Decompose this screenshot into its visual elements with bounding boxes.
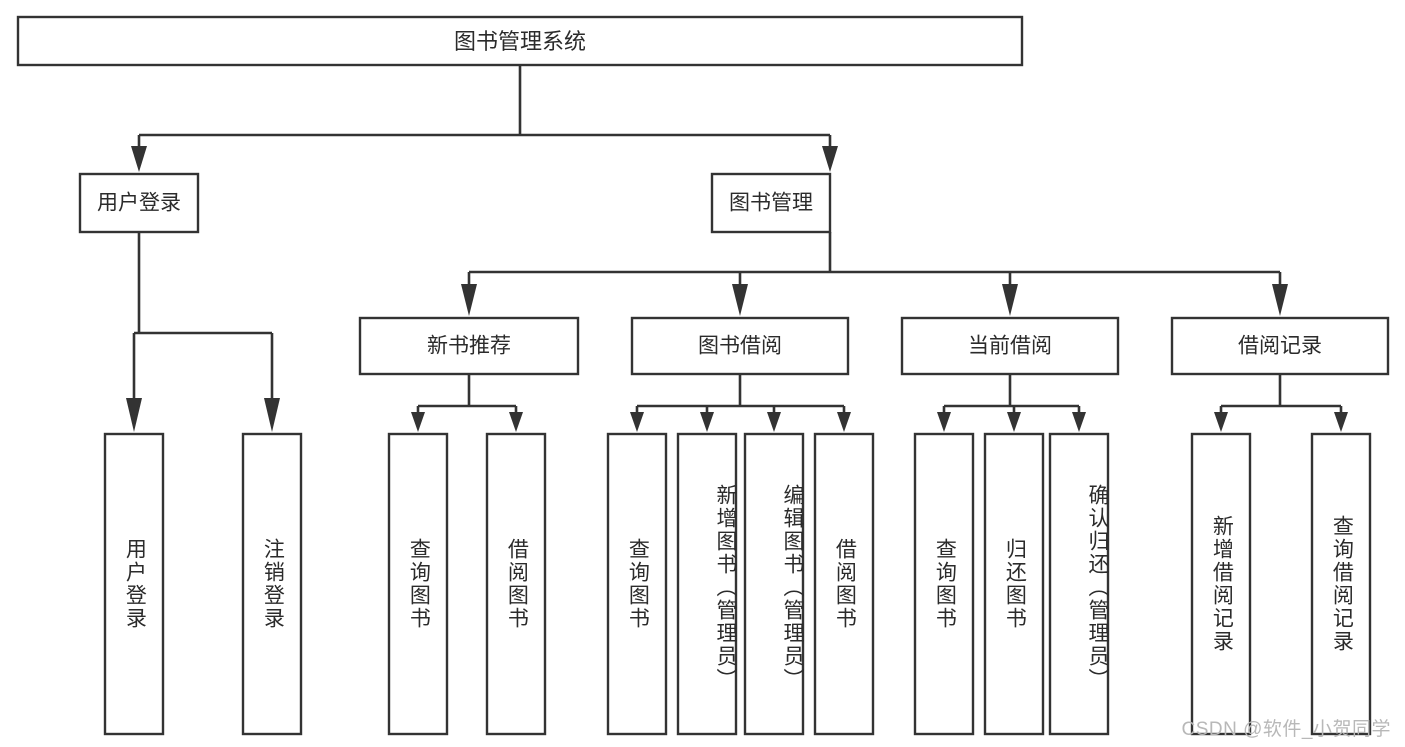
node-new-book-recommend-box[interactable] [358, 316, 580, 376]
node-book-manage-box[interactable] [710, 172, 832, 234]
node-user-login-box[interactable] [78, 172, 200, 234]
leaf-box-user-login[interactable] [103, 432, 165, 736]
arrow-head-leaf-3 [411, 412, 425, 432]
leaf-box-query-book-1[interactable] [387, 432, 449, 736]
leaf-box-confirm-return[interactable] [1048, 432, 1110, 736]
node-borrow-record-label: 借阅记录 [1238, 335, 1322, 358]
arrow-head-leaf-5 [630, 412, 644, 432]
node-borrow-record-box[interactable] [1170, 316, 1390, 376]
leaf-box-logout-login[interactable] [241, 432, 303, 736]
leaf-box-borrow-book-1[interactable] [485, 432, 547, 736]
csdn-watermark: CSDN @软件_小贺同学 [1181, 719, 1391, 740]
leaf-box-borrow-book-2[interactable] [813, 432, 875, 736]
arrow-head-leaf-9 [937, 412, 951, 432]
node-book-manage-label: 图书管理 [729, 192, 813, 215]
leaf-box-query-borrow-record[interactable] [1310, 432, 1372, 736]
node-borrow-record[interactable]: 借阅记录 [1170, 316, 1390, 376]
arrow-head-borrow [732, 284, 748, 316]
leaf-box-layer [103, 432, 1372, 736]
arrow-head-current [1002, 284, 1018, 316]
arrow-head-leaf-1 [126, 398, 142, 432]
arrow-head-record [1272, 284, 1288, 316]
node-new-book-recommend[interactable]: 新书推荐 [358, 316, 580, 376]
leaf-box-return-book[interactable] [983, 432, 1045, 736]
node-current-borrow-box[interactable] [900, 316, 1120, 376]
arrow-head-leaf-11 [1072, 412, 1086, 432]
node-root-label: 图书管理系统 [454, 29, 586, 54]
arrow-head-leaf-10 [1007, 412, 1021, 432]
node-book-borrow[interactable]: 图书借阅 [630, 316, 850, 376]
arrow-head-leaf-6 [700, 412, 714, 432]
arrow-head-leaf-2 [264, 398, 280, 432]
leaf-box-edit-book-admin[interactable] [743, 432, 805, 736]
connector-layer [126, 65, 1348, 432]
node-user-login[interactable]: 用户登录 [78, 172, 200, 234]
arrow-head-leaf-12 [1214, 412, 1228, 432]
arrow-head-newbook [461, 284, 477, 316]
arrow-head-book-manage [822, 146, 838, 172]
node-current-borrow[interactable]: 当前借阅 [900, 316, 1120, 376]
node-root[interactable]: 图书管理系统 [16, 15, 1024, 67]
arrow-head-leaf-13 [1334, 412, 1348, 432]
node-book-manage[interactable]: 图书管理 [710, 172, 832, 234]
arrow-head-user-login [131, 146, 147, 172]
node-new-book-recommend-label: 新书推荐 [427, 335, 511, 358]
node-book-borrow-box[interactable] [630, 316, 850, 376]
node-current-borrow-label: 当前借阅 [968, 335, 1052, 358]
leaf-box-query-book-3[interactable] [913, 432, 975, 736]
node-user-login-label: 用户登录 [97, 192, 181, 215]
leaf-box-add-borrow-record[interactable] [1190, 432, 1252, 736]
leaf-box-query-book-2[interactable] [606, 432, 668, 736]
arrow-head-leaf-8 [837, 412, 851, 432]
node-root-box[interactable] [16, 15, 1024, 67]
node-book-borrow-label: 图书借阅 [698, 335, 782, 358]
arrow-head-leaf-4 [509, 412, 523, 432]
leaf-box-add-book-admin[interactable] [676, 432, 738, 736]
arrow-head-leaf-7 [767, 412, 781, 432]
